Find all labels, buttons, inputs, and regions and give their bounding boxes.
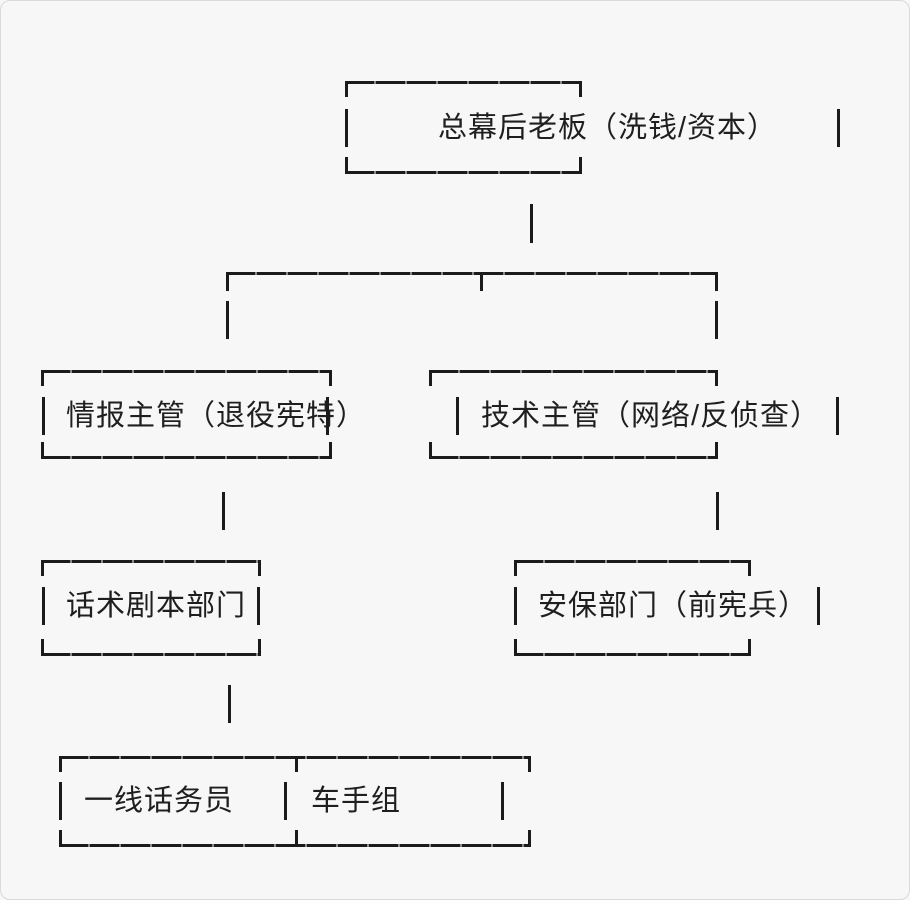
intel-box-right-bar <box>326 397 329 435</box>
connector-tech-down <box>716 492 719 530</box>
security-box-right-bar <box>817 587 820 625</box>
branch-left-corner <box>226 272 229 291</box>
tech-box-bottom-right-corner <box>715 442 718 458</box>
frontline-box-bottom-tee <box>295 830 298 846</box>
connector-branch-right-down <box>715 301 718 339</box>
boss-box-top-edge <box>345 81 582 84</box>
tech-box-right-bar <box>836 397 839 435</box>
security-box-bottom-left-corner <box>514 639 517 655</box>
security-box-bottom-edge <box>514 653 751 656</box>
script-box-top-right-corner <box>258 560 261 576</box>
branch-right-corner <box>715 272 718 291</box>
connector-intel-down <box>222 492 225 530</box>
boss-box-left-bar <box>345 109 348 147</box>
script-box-bottom-left-corner <box>41 639 44 655</box>
tech-box-bottom-edge <box>429 456 718 459</box>
tech-box-top-edge <box>429 370 718 373</box>
frontline-box-middle-bar <box>284 782 287 820</box>
security-label: 安保部门（前宪兵） <box>538 590 809 622</box>
branch-tee-down <box>480 272 483 291</box>
boss-box-bottom-right-corner <box>579 157 582 173</box>
frontline-box-top-tee <box>295 756 298 772</box>
tech-box-bottom-left-corner <box>429 442 432 458</box>
frontline-box-top-left-corner <box>59 756 62 772</box>
boss-box-bottom-left-corner <box>345 157 348 173</box>
tech-box-left-bar <box>456 397 459 435</box>
connector-boss-down <box>530 204 533 243</box>
boss-box-right-bar <box>837 109 840 147</box>
script-box-left-bar <box>42 587 45 625</box>
security-box-top-edge <box>514 560 751 563</box>
tech-box-top-right-corner <box>715 370 718 386</box>
frontline-box-top-right-corner <box>528 756 531 772</box>
branch-line <box>226 272 718 275</box>
script-box-bottom-edge <box>41 653 261 656</box>
frontline-box-bottom-right-corner <box>528 830 531 846</box>
mule-team-label: 车手组 <box>311 785 402 817</box>
boss-box-bottom-edge <box>345 171 582 174</box>
security-box-bottom-right-corner <box>748 639 751 655</box>
frontline-box-bottom-edge <box>59 844 531 847</box>
callers-label: 一线话务员 <box>84 785 235 817</box>
intel-box-top-left-corner <box>41 370 44 386</box>
script-box-bottom-right-corner <box>258 639 261 655</box>
intel-box-top-edge <box>41 370 332 373</box>
frontline-box-left-bar <box>59 782 62 820</box>
intel-box-bottom-right-corner <box>329 442 332 458</box>
tech-box-top-left-corner <box>429 370 432 386</box>
security-box-left-bar <box>514 587 517 625</box>
frontline-box-right-bar <box>501 782 504 820</box>
connector-script-down <box>228 685 231 723</box>
script-label: 话术剧本部门 <box>66 590 247 622</box>
intel-box-bottom-edge <box>41 456 332 459</box>
security-box-top-right-corner <box>748 560 751 576</box>
script-box-top-edge <box>41 560 261 563</box>
intel-label: 情报主管（退役宪特） <box>66 400 367 432</box>
boss-box-top-right-corner <box>579 81 582 97</box>
boss-box-top-left-corner <box>345 81 348 97</box>
tech-label: 技术主管（网络/反侦查） <box>481 400 821 432</box>
intel-box-top-right-corner <box>329 370 332 386</box>
intel-box-bottom-left-corner <box>41 442 44 458</box>
script-box-right-bar <box>257 587 260 625</box>
security-box-top-left-corner <box>514 560 517 576</box>
frontline-box-bottom-left-corner <box>59 830 62 846</box>
connector-branch-left-down <box>226 301 229 339</box>
script-box-top-left-corner <box>41 560 44 576</box>
boss-label: 总幕后老板（洗钱/资本） <box>438 112 778 144</box>
intel-box-left-bar <box>42 397 45 435</box>
